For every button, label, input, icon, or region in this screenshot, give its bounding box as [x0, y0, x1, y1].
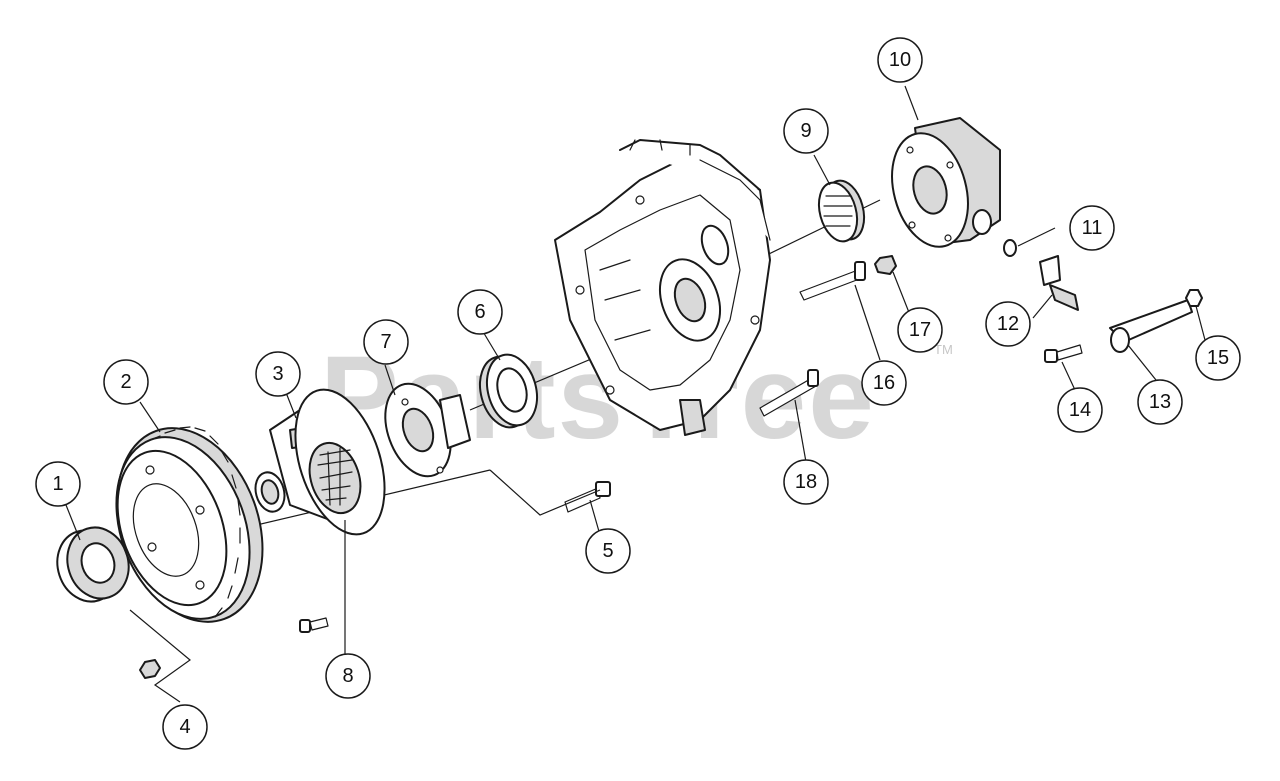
part-4-nut — [139, 659, 161, 679]
callout-11[interactable]: 11 — [1069, 205, 1115, 251]
transmission-housing — [554, 139, 771, 436]
part-12-shaft — [1039, 255, 1079, 311]
callout-5-label: 5 — [602, 540, 613, 562]
callout-5[interactable]: 5 — [585, 528, 631, 574]
callout-4-label: 4 — [179, 716, 190, 738]
part-11-washer — [1003, 239, 1017, 257]
callout-3[interactable]: 3 — [255, 351, 301, 397]
callout-13[interactable]: 13 — [1137, 379, 1183, 425]
leader-lines — [63, 85, 1206, 703]
callout-15-label: 15 — [1207, 347, 1229, 369]
callout-17-label: 17 — [909, 319, 931, 341]
part-16-long-bolt — [799, 261, 866, 301]
part-7-side-plate — [384, 382, 471, 478]
callout-9-label: 9 — [800, 120, 811, 142]
callout-16-label: 16 — [873, 372, 895, 394]
watermark-trademark: TM — [934, 342, 953, 357]
callout-9[interactable]: 9 — [783, 108, 829, 154]
callout-6-label: 6 — [474, 301, 485, 323]
part-17-plug — [874, 255, 897, 275]
callout-7-label: 7 — [380, 331, 391, 353]
callout-17[interactable]: 17 — [897, 307, 943, 353]
part-15-nut — [1185, 289, 1203, 307]
callout-8-label: 8 — [342, 665, 353, 687]
part-18-long-bolt — [759, 369, 819, 417]
part-13-arm — [1109, 299, 1193, 353]
callout-8[interactable]: 8 — [325, 653, 371, 699]
part-2-ring-gear — [115, 426, 264, 623]
callout-3-label: 3 — [272, 363, 283, 385]
callout-2-label: 2 — [120, 371, 131, 393]
part-14-bolt — [1044, 344, 1083, 363]
callout-10[interactable]: 10 — [877, 37, 923, 83]
part-3-differential-case — [254, 388, 386, 536]
callout-1[interactable]: 1 — [35, 461, 81, 507]
callout-10-label: 10 — [889, 49, 911, 71]
callout-1-label: 1 — [52, 473, 63, 495]
callout-7[interactable]: 7 — [363, 319, 409, 365]
part-9-gear — [817, 179, 866, 243]
part-8-bolt — [299, 617, 329, 633]
callout-11-label: 11 — [1082, 217, 1103, 239]
callout-16[interactable]: 16 — [861, 360, 907, 406]
callout-2[interactable]: 2 — [103, 359, 149, 405]
part-10-drum — [891, 117, 1001, 248]
callout-4[interactable]: 4 — [162, 704, 208, 750]
callout-15[interactable]: 15 — [1195, 335, 1241, 381]
callout-14-label: 14 — [1069, 399, 1091, 421]
callout-6[interactable]: 6 — [457, 289, 503, 335]
callout-12-label: 12 — [997, 313, 1019, 335]
part-6-bearing — [479, 353, 538, 429]
callout-14[interactable]: 14 — [1057, 387, 1103, 433]
callout-12[interactable]: 12 — [985, 301, 1031, 347]
callout-13-label: 13 — [1149, 391, 1171, 413]
callout-18-label: 18 — [795, 471, 817, 493]
part-5-bolt — [564, 481, 611, 513]
callout-18[interactable]: 18 — [783, 459, 829, 505]
